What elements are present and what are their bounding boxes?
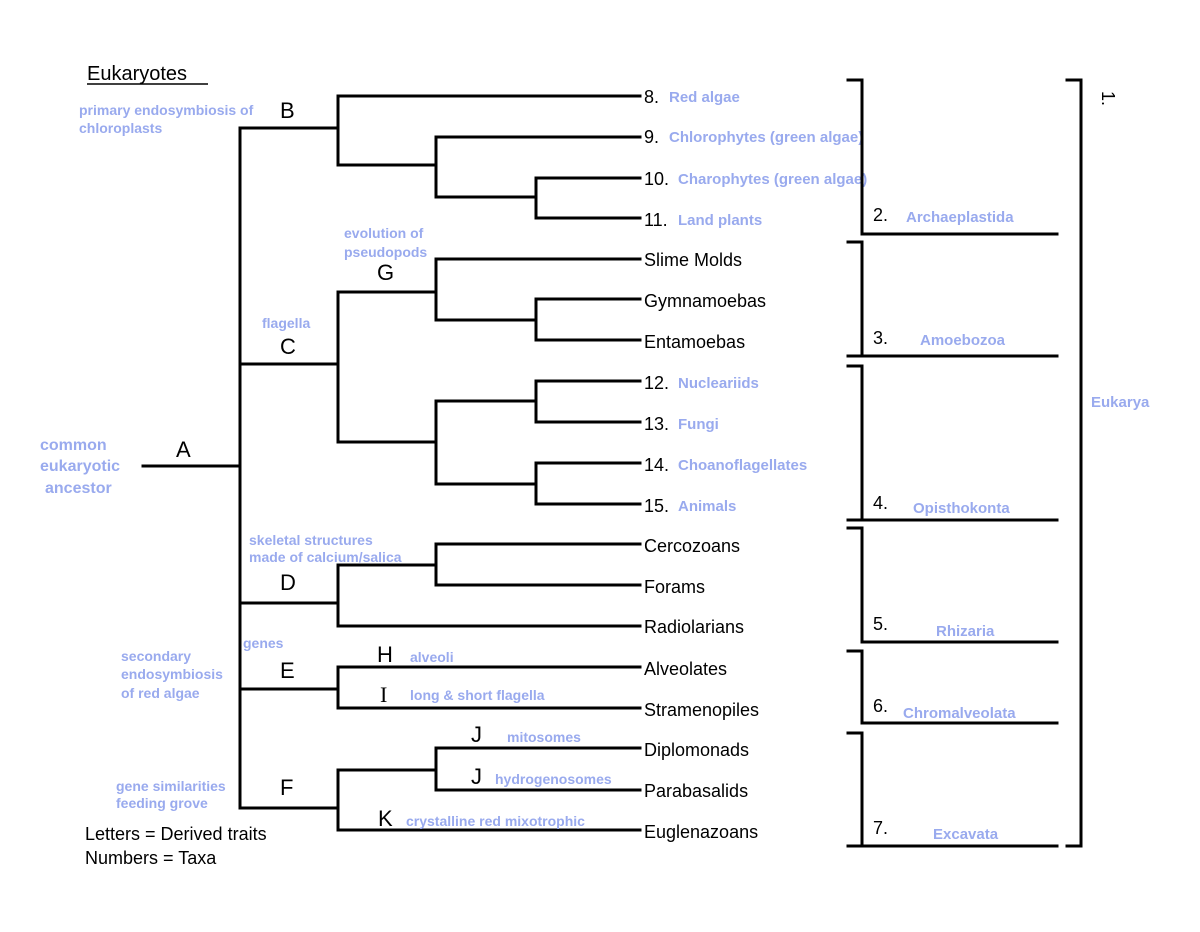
node-F: F bbox=[280, 775, 293, 800]
taxon-choanoflagellates-number: 14. bbox=[644, 455, 669, 475]
trait-J2: hydrogenosomes bbox=[495, 771, 612, 787]
trait-E-genes: genes bbox=[243, 635, 284, 651]
trait-F-line-1: gene similarities bbox=[116, 778, 226, 794]
bracket-excavata bbox=[846, 731, 1059, 848]
group-5-name: Rhizaria bbox=[936, 623, 995, 640]
trait-K: crystalline red mixotrophic bbox=[406, 813, 585, 829]
group-2-number: 2. bbox=[873, 205, 888, 225]
taxon-euglenazoans-name: Euglenazoans bbox=[644, 822, 758, 842]
taxon-forams-name: Forams bbox=[644, 577, 705, 597]
taxon-alveolates-name: Alveolates bbox=[644, 659, 727, 679]
taxa-labels: 8. Red algae 9. Chlorophytes (green algae) 1… bbox=[644, 87, 867, 842]
trait-D-line-2: made of calcium/salica bbox=[249, 549, 402, 565]
domain-name: Eukarya bbox=[1091, 394, 1150, 411]
bracket-chromalveolata bbox=[846, 649, 1059, 725]
node-I: I bbox=[380, 682, 387, 707]
group-7-number: 7. bbox=[873, 818, 888, 838]
taxon-animals-number: 15. bbox=[644, 496, 669, 516]
group-5-number: 5. bbox=[873, 614, 888, 634]
taxon-land-plants-name: Land plants bbox=[678, 212, 762, 229]
group-brackets bbox=[846, 78, 1083, 848]
group-3-name: Amoebozoa bbox=[920, 332, 1006, 349]
trait-G-line-2: pseudopods bbox=[344, 244, 427, 260]
taxon-charophytes-green-algae-name: Charophytes (green algae) bbox=[678, 171, 867, 188]
taxon-gymnamoebas-name: Gymnamoebas bbox=[644, 291, 766, 311]
node-B: B bbox=[280, 98, 295, 123]
page-title: Eukaryotes bbox=[87, 63, 187, 85]
group-2-name: Archaeplastida bbox=[906, 209, 1014, 226]
group-3-number: 3. bbox=[873, 328, 888, 348]
root-label-line-3: ancestor bbox=[45, 480, 112, 497]
group-6-number: 6. bbox=[873, 696, 888, 716]
taxon-animals-name: Animals bbox=[678, 498, 736, 515]
bracket-amoebozoa bbox=[846, 240, 1059, 358]
taxon-radiolarians-name: Radiolarians bbox=[644, 617, 744, 637]
trait-B-line-1: primary endosymbiosis of bbox=[79, 102, 254, 118]
taxon-parabasalids-name: Parabasalids bbox=[644, 781, 748, 801]
node-G: G bbox=[377, 260, 394, 285]
taxon-entamoebas-name: Entamoebas bbox=[644, 332, 745, 352]
root-label-line-2: eukaryotic bbox=[40, 458, 120, 475]
bracket-rhizaria bbox=[846, 526, 1059, 644]
taxon-cercozoans-name: Cercozoans bbox=[644, 536, 740, 556]
group-6-name: Chromalveolata bbox=[903, 705, 1016, 722]
trait-I: long & short flagella bbox=[410, 687, 545, 703]
trait-D-line-1: skeletal structures bbox=[249, 532, 373, 548]
taxon-slime-molds-name: Slime Molds bbox=[644, 250, 742, 270]
group-4-name: Opisthokonta bbox=[913, 500, 1010, 517]
group-7-name: Excavata bbox=[933, 826, 999, 843]
legend-letters: Letters = Derived traits bbox=[85, 824, 267, 844]
tree-branches bbox=[141, 94, 642, 832]
taxon-choanoflagellates-name: Choanoflagellates bbox=[678, 457, 807, 474]
node-A: A bbox=[176, 437, 191, 462]
legend-numbers: Numbers = Taxa bbox=[85, 848, 217, 868]
trait-E-line-2: endosymbiosis bbox=[121, 666, 223, 682]
group-labels: 2. Archaeplastida 3. Amoebozoa 4. Opisth… bbox=[873, 91, 1150, 843]
trait-annotations: primary endosymbiosis of chloroplasts fl… bbox=[79, 102, 612, 829]
bracket-eukarya bbox=[1065, 78, 1083, 848]
node-E: E bbox=[280, 658, 295, 683]
trait-E-line-1: secondary bbox=[121, 648, 191, 664]
trait-C: flagella bbox=[262, 315, 310, 331]
node-H: H bbox=[377, 642, 393, 667]
taxon-land-plants-number: 11. bbox=[644, 210, 668, 230]
node-C: C bbox=[280, 334, 296, 359]
root-label-line-1: common bbox=[40, 437, 107, 454]
taxon-chlorophytes-green-algae-name: Chlorophytes (green algae) bbox=[669, 129, 863, 146]
taxon-charophytes-green-algae-number: 10. bbox=[644, 169, 669, 189]
taxon-red-algae-number: 8. bbox=[644, 87, 659, 107]
taxon-fungi-number: 13. bbox=[644, 414, 669, 434]
node-D: D bbox=[280, 570, 296, 595]
trait-E-line-3: of red algae bbox=[121, 685, 200, 701]
taxon-stramenopiles-name: Stramenopiles bbox=[644, 700, 759, 720]
taxon-chlorophytes-green-algae-number: 9. bbox=[644, 127, 659, 147]
trait-G-line-1: evolution of bbox=[344, 225, 424, 241]
group-4-number: 4. bbox=[873, 493, 888, 513]
taxon-red-algae-name: Red algae bbox=[669, 89, 740, 106]
trait-F-line-2: feeding grove bbox=[116, 795, 208, 811]
taxon-nucleariids-number: 12. bbox=[644, 373, 669, 393]
trait-B-line-2: chloroplasts bbox=[79, 120, 162, 136]
bracket-opisthokonta bbox=[846, 364, 1059, 522]
node-J2: J bbox=[471, 764, 482, 789]
taxon-diplomonads-name: Diplomonads bbox=[644, 740, 749, 760]
bracket-archaeplastida bbox=[846, 78, 1059, 236]
node-letters: A B C D E F G H I J J K bbox=[176, 98, 482, 831]
trait-J1: mitosomes bbox=[507, 729, 581, 745]
node-K: K bbox=[378, 806, 393, 831]
trait-H: alveoli bbox=[410, 649, 454, 665]
domain-number: 1. bbox=[1098, 91, 1118, 106]
node-J1: J bbox=[471, 722, 482, 747]
taxon-fungi-name: Fungi bbox=[678, 416, 719, 433]
taxon-nucleariids-name: Nucleariids bbox=[678, 375, 759, 392]
